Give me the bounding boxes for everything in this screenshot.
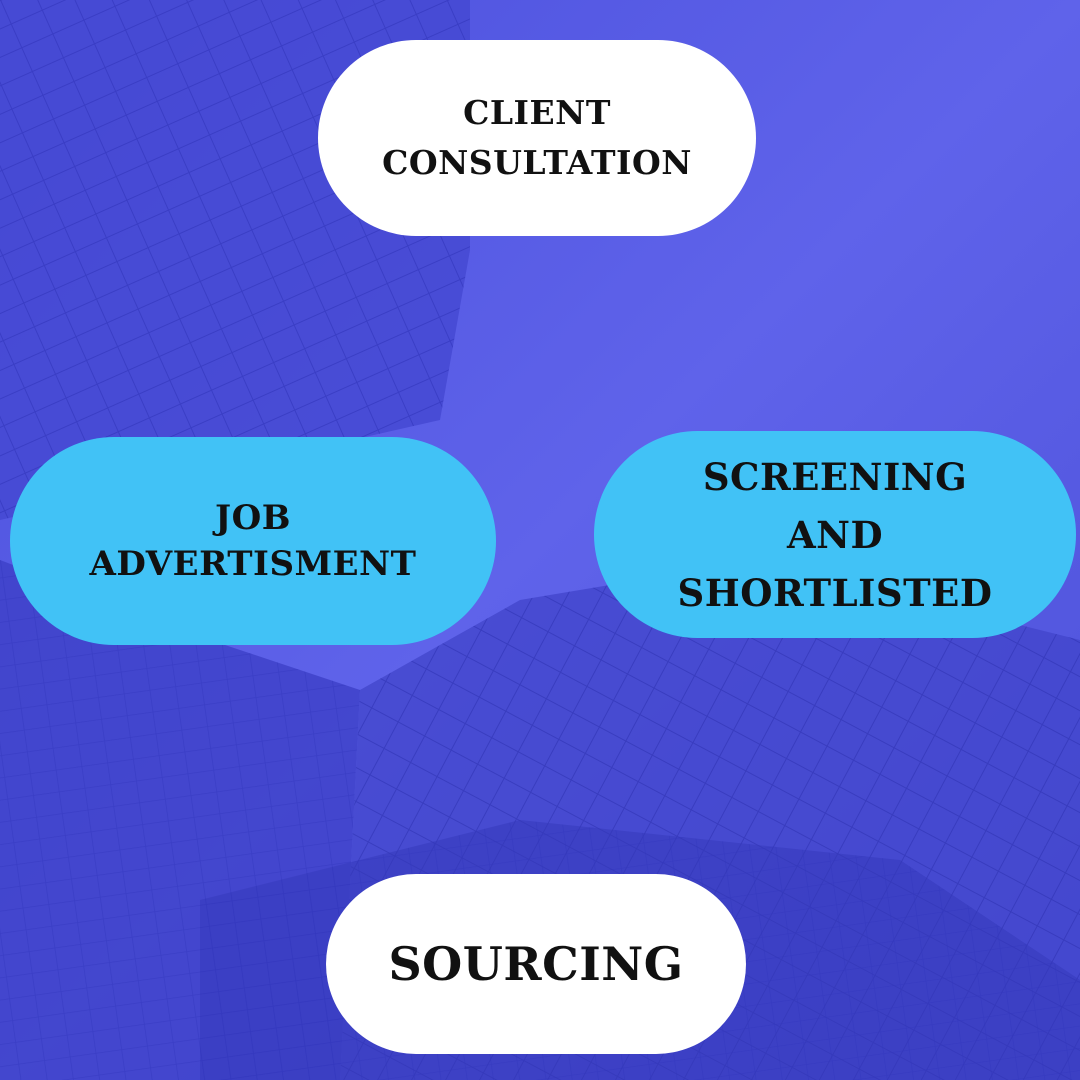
step-label: SCREENING AND SHORTLISTED — [677, 454, 993, 615]
step-client-consultation: CLIENT CONSULTATION — [318, 40, 756, 236]
step-label: JOB ADVERTISMENT — [89, 498, 417, 584]
step-sourcing: SOURCING — [326, 874, 746, 1054]
step-job-advertisment: JOB ADVERTISMENT — [10, 437, 496, 645]
step-screening-shortlisted: SCREENING AND SHORTLISTED — [594, 431, 1076, 638]
step-label: SOURCING — [388, 937, 684, 991]
step-label: CLIENT CONSULTATION — [382, 93, 692, 182]
